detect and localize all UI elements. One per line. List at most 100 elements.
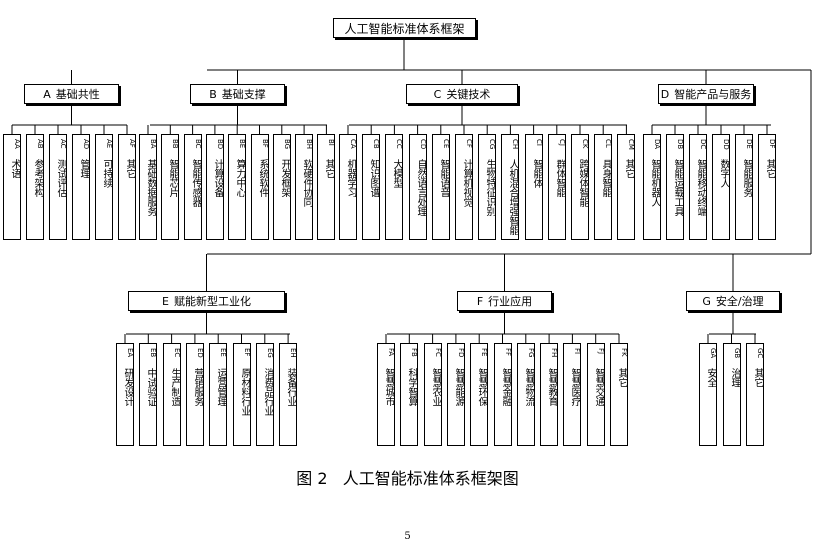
leaf-label: 研发设计 xyxy=(122,368,133,406)
leaf-code: FG xyxy=(527,348,535,358)
category-label: 安全/治理 xyxy=(715,295,764,308)
category-code: B xyxy=(209,87,217,101)
leaf-code: CB xyxy=(372,139,380,149)
category-label: 智能产品与服务 xyxy=(674,88,752,101)
leaf-code: GB xyxy=(733,348,741,359)
leaf-ff: FF 智慧金融 xyxy=(494,343,512,446)
leaf-code: GC xyxy=(756,348,764,359)
leaf-code: DC xyxy=(699,139,707,150)
leaf-code: FB xyxy=(410,348,418,357)
root-node: 人工智能标准体系框架 xyxy=(333,18,476,38)
leaf-code: CI xyxy=(535,139,543,146)
leaf-label: 其它 xyxy=(616,368,627,387)
leaf-code: BI xyxy=(327,139,335,146)
leaf-code: AE xyxy=(105,139,113,149)
leaf-code: FA xyxy=(387,348,395,357)
leaf-label: 运营管理 xyxy=(215,368,226,406)
leaf-code: CM xyxy=(627,139,635,150)
leaf-label: 智慧环保 xyxy=(476,368,487,406)
leaf-label: 群体智能 xyxy=(554,159,565,197)
leaf-gc: GC 其它 xyxy=(746,343,764,446)
leaf-code: CD xyxy=(419,139,427,150)
category-code: F xyxy=(476,294,484,308)
leaf-label: 智慧金融 xyxy=(500,368,511,406)
leaf-code: BC xyxy=(194,139,202,149)
root-label: 人工智能标准体系框架 xyxy=(344,21,465,36)
leaf-code: CG xyxy=(488,139,496,150)
leaf-code: CE xyxy=(442,139,450,149)
leaf-code: FJ xyxy=(597,348,605,355)
category-label: 基础共性 xyxy=(55,88,100,101)
page-number: 5 xyxy=(404,531,411,542)
leaf-ch: CH 人机混合增强智能 xyxy=(501,134,519,240)
leaf-code: FK xyxy=(620,348,628,357)
leaf-code: BF xyxy=(261,139,269,148)
category-code: D xyxy=(660,87,670,101)
leaf-code: CH xyxy=(511,139,519,150)
leaf-code: EE xyxy=(219,348,227,357)
leaf-label: 安全 xyxy=(705,368,716,387)
leaf-ae: AE 可持续 xyxy=(95,134,113,240)
leaf-code: DD xyxy=(722,139,730,150)
leaf-label: 其它 xyxy=(124,159,135,178)
leaf-label: 智慧城市 xyxy=(383,368,394,406)
category-label: 关键技术 xyxy=(446,88,491,101)
leaf-label: 消费品行业 xyxy=(262,368,273,416)
leaf-label: 其它 xyxy=(752,368,763,387)
leaf-label: 科学智算 xyxy=(406,368,417,406)
leaf-label: 参考架构 xyxy=(32,159,43,197)
leaf-cd: CD 自然语言处理 xyxy=(409,134,427,240)
leaf-label: 智慧物流 xyxy=(523,368,534,406)
category-label: 赋能新型工业化 xyxy=(173,295,251,308)
leaf-label: 其它 xyxy=(764,159,775,178)
leaf-ea: EA 研发设计 xyxy=(116,343,134,446)
category-code: C xyxy=(433,87,442,101)
leaf-label: 术语 xyxy=(9,159,20,178)
leaf-code: BH xyxy=(305,139,313,150)
leaf-label: 可持续 xyxy=(101,159,112,188)
leaf-code: CK xyxy=(581,139,589,149)
category-label: 基础支撑 xyxy=(221,88,266,101)
leaf-code: EG xyxy=(266,348,274,358)
category-a: A 基础共性 xyxy=(24,84,119,104)
leaf-code: FF xyxy=(504,348,512,357)
category-c: C 关键技术 xyxy=(406,84,518,104)
leaf-label: 计算设备 xyxy=(212,159,223,197)
category-code: E xyxy=(162,294,169,308)
leaf-label: 自然语言处理 xyxy=(415,159,426,216)
leaf-code: DE xyxy=(745,139,753,149)
leaf-code: CC xyxy=(395,139,403,149)
leaf-label: 知识图谱 xyxy=(368,159,379,197)
leaf-label: 人机混合增强智能 xyxy=(507,159,518,235)
leaf-code: EA xyxy=(126,348,134,358)
leaf-code: CL xyxy=(604,139,612,148)
leaf-label: 测试评估 xyxy=(55,159,66,197)
category-code: A xyxy=(43,87,51,101)
